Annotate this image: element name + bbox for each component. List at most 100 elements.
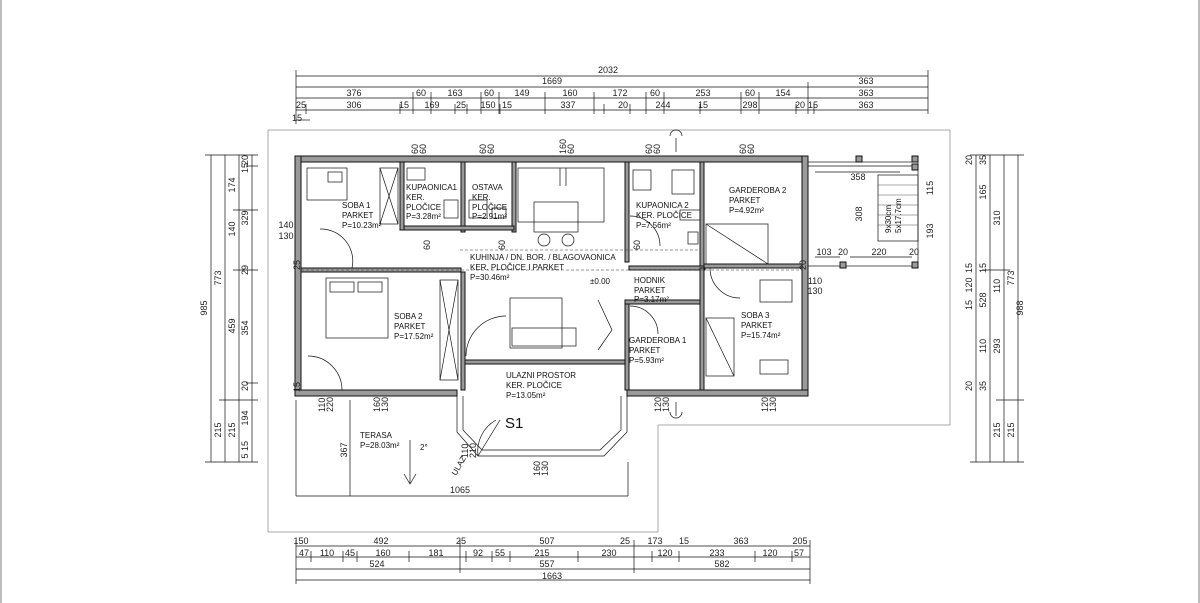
- svg-text:PARKET: PARKET: [342, 211, 374, 220]
- svg-text:PLOČICE: PLOČICE: [472, 203, 507, 212]
- svg-text:60: 60: [478, 144, 488, 154]
- dim-top-row4: 150: [480, 100, 495, 110]
- svg-text:P=17.52m²: P=17.52m²: [394, 332, 434, 341]
- room-kupaonica1: KUPAONICA1 KER. PLOČICE P=3.28m²: [406, 183, 458, 221]
- svg-text:PARKET: PARKET: [394, 322, 426, 331]
- top-dimension-labels: 2032 1669 363 376 60 163 60 149 160 172 …: [292, 65, 874, 123]
- dim-bottom-row2: 181: [428, 548, 443, 558]
- exterior-walls: [294, 155, 809, 397]
- svg-text:60: 60: [486, 144, 496, 154]
- svg-text:P=5.93m²: P=5.93m²: [629, 356, 664, 365]
- dim-left-opening: 140: [278, 220, 293, 230]
- dim-top-total: 2032: [598, 65, 618, 75]
- dim-bottom-row1: 25: [620, 536, 630, 546]
- dim-bottom-row1: 15: [679, 536, 689, 546]
- svg-text:KER.: KER.: [472, 193, 491, 202]
- svg-text:KER. PLOČICE: KER. PLOČICE: [636, 211, 692, 220]
- dim-left-outer: 985: [199, 300, 209, 315]
- level-mark: ±0.00: [590, 277, 611, 286]
- dim-right-detail: 20: [964, 155, 974, 165]
- dim-top-row3: 60: [416, 88, 426, 98]
- furniture: [306, 129, 793, 419]
- dim-top-row4: 15: [502, 100, 512, 110]
- dim-left-detail: 354: [240, 320, 250, 335]
- svg-text:60: 60: [566, 144, 576, 154]
- svg-text:KUPAONICA1: KUPAONICA1: [406, 183, 458, 192]
- svg-text:GARDEROBA 2: GARDEROBA 2: [729, 186, 787, 195]
- deck-dim: 20: [838, 247, 848, 257]
- dim-top-row4: 337: [560, 100, 575, 110]
- dim-bottom-row1: 25: [456, 536, 466, 546]
- dim-top-row2: 1669: [542, 76, 562, 86]
- svg-text:P=3.17m²: P=3.17m²: [634, 295, 669, 304]
- dim-top-small: 15: [292, 113, 302, 123]
- stair-note: 9x30cm: [884, 205, 893, 233]
- dim-top-row3: 253: [695, 88, 710, 98]
- room-kupaonica2: KUPAONICA 2 KER. PLOČICE P=7.56m²: [636, 201, 692, 230]
- opening-dims: 60 60 60 60 160 60 60 60 60 60 60 60 60 …: [292, 139, 823, 476]
- svg-text:160: 160: [558, 139, 568, 154]
- dim-top-row3: 160: [562, 88, 577, 98]
- svg-text:P=28.03m²: P=28.03m²: [360, 441, 400, 450]
- dim-top-row3: 154: [775, 88, 790, 98]
- svg-text:ULAZNI PROSTOR: ULAZNI PROSTOR: [506, 371, 576, 380]
- svg-text:SOBA 3: SOBA 3: [741, 311, 770, 320]
- deck-dim: 308: [854, 206, 864, 221]
- terrace-width: 1065: [450, 485, 470, 495]
- svg-text:15: 15: [292, 382, 302, 392]
- svg-text:PARKET: PARKET: [629, 346, 661, 355]
- svg-text:130: 130: [661, 397, 671, 412]
- deck-dim: 193: [925, 223, 935, 238]
- dim-top-row4: 25: [296, 100, 306, 110]
- svg-text:60: 60: [746, 144, 756, 154]
- right-edge: [1198, 0, 1200, 603]
- dim-right-detail: 35: [978, 381, 988, 391]
- deck-dim: 115: [925, 181, 935, 195]
- deck-dim: 20: [909, 247, 919, 257]
- dim-top-row2: 363: [858, 76, 873, 86]
- slope-label: 2°: [420, 443, 428, 452]
- dim-bottom-row1: 363: [733, 536, 748, 546]
- room-garderoba1: GARDEROBA 1 PARKET P=5.93m²: [629, 336, 687, 365]
- dim-top-row4: 20: [795, 100, 805, 110]
- dim-top-row4: 20: [618, 100, 628, 110]
- east-deck: [807, 155, 919, 269]
- left-edge: [0, 0, 2, 603]
- dim-left-detail: 194: [240, 410, 250, 425]
- entry-bay: [456, 393, 628, 457]
- dim-right-detail: 15: [978, 263, 988, 273]
- svg-text:60: 60: [497, 240, 507, 250]
- dim-top-row4: 363: [858, 100, 873, 110]
- dim-top-row3: 60: [484, 88, 494, 98]
- dim-bottom-row2: 110: [320, 548, 334, 558]
- dim-left-mid: 215: [213, 422, 223, 437]
- dim-left-inner: 329: [240, 210, 250, 225]
- top-dimension-chain: [295, 70, 929, 124]
- dim-bottom-row2: 160: [375, 548, 390, 558]
- dim-left-detail: 20: [240, 381, 250, 391]
- dim-right-col2: 15: [964, 300, 974, 310]
- svg-text:160: 160: [532, 461, 542, 476]
- dim-top-row3: 363: [858, 88, 873, 98]
- svg-text:PARKET: PARKET: [729, 196, 761, 205]
- svg-text:110: 110: [808, 276, 822, 286]
- svg-text:60: 60: [738, 144, 748, 154]
- svg-text:KER.: KER.: [406, 193, 425, 202]
- dim-left-inner: 174: [227, 177, 237, 192]
- dim-top-row4: 25: [456, 100, 466, 110]
- svg-text:25: 25: [292, 260, 302, 270]
- dim-top-row3: 60: [650, 88, 660, 98]
- room-soba1: SOBA 1 PARKET P=10.23m²: [342, 201, 382, 230]
- dim-bottom-row2: 215: [534, 548, 549, 558]
- dim-top-row4: 244: [655, 100, 670, 110]
- dim-top-row4: 15: [698, 100, 708, 110]
- svg-text:60: 60: [632, 240, 642, 250]
- svg-text:210: 210: [468, 443, 478, 458]
- svg-text:130: 130: [540, 461, 550, 476]
- dim-left-inner: 459: [227, 318, 237, 333]
- room-terasa: TERASA P=28.03m²: [360, 431, 400, 450]
- dim-right-mid: 215: [1006, 422, 1016, 437]
- dim-bottom-row3: 524: [369, 559, 384, 569]
- dim-left-detail: 15: [240, 441, 250, 451]
